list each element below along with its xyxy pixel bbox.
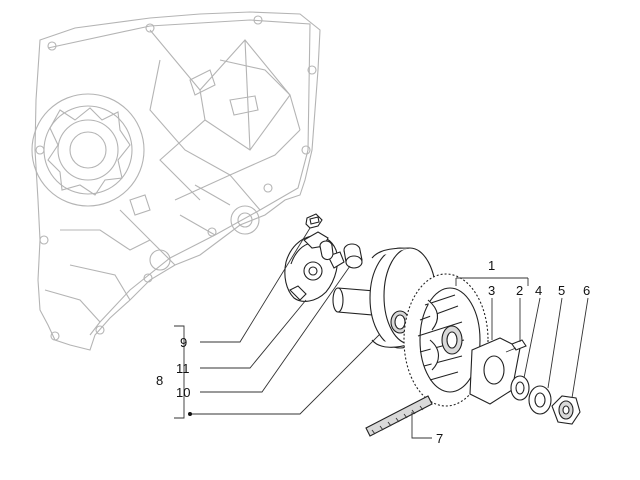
callout-4: 4	[535, 283, 542, 298]
callout-5: 5	[558, 283, 565, 298]
callout-3: 3	[488, 283, 495, 298]
leader-lines	[174, 227, 589, 439]
callout-8: 8	[156, 373, 163, 388]
callout-11: 11	[176, 361, 190, 376]
callout-9: 9	[180, 335, 187, 350]
callout-6: 6	[583, 283, 590, 298]
part-6-nut	[551, 395, 581, 425]
part-7-belt	[365, 395, 433, 437]
callout-7: 7	[436, 431, 443, 446]
part-2-screw	[505, 339, 527, 353]
callout-10: 10	[176, 385, 190, 400]
part-3-fan-disc	[403, 273, 489, 407]
callout-labels: 1 3 2 4 5 6 7 8 9 11 10	[156, 258, 590, 446]
part-5-spacer	[528, 385, 552, 415]
part-10-roller-weights	[319, 240, 363, 269]
crankcase-housing	[31, 11, 321, 351]
part-4-washer	[510, 375, 530, 401]
callout-1: 1	[488, 258, 495, 273]
callout-2: 2	[516, 283, 523, 298]
part-9-clip	[305, 213, 323, 229]
part-11-ramp-plate	[284, 231, 345, 302]
